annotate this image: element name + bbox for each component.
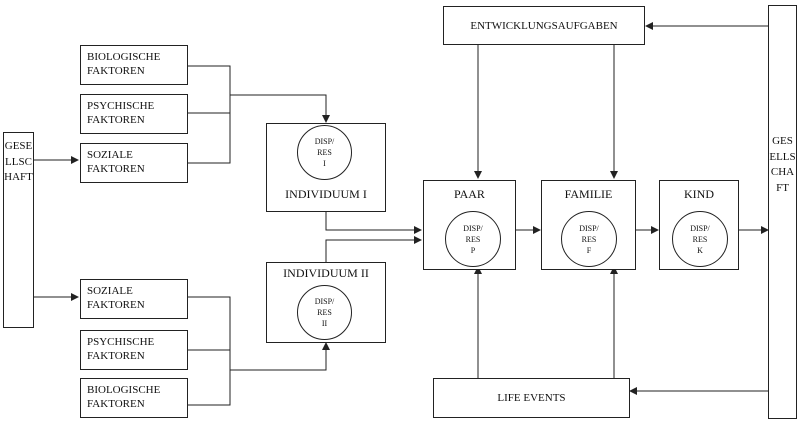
arrow-to-individuum-1: [230, 94, 330, 123]
factor-sozial-bottom: SOZIALE FAKTOREN: [80, 279, 188, 319]
familie-label: FAMILIE: [564, 187, 613, 201]
gesellschaft-right-label: GESELLSCHAFT: [769, 135, 796, 194]
disp-res-paar: DISP/ RES P: [445, 211, 501, 267]
kind-box: KIND DISP/ RES K: [659, 180, 739, 270]
individuum-2-box: INDIVIDUUM II DISP/ RES II: [266, 262, 386, 343]
individuum-1-label: INDIVIDUUM I: [285, 187, 367, 201]
paar-box: PAAR DISP/ RES P: [423, 180, 516, 270]
disp-res-individuum-1: DISP/ RES I: [297, 125, 352, 180]
line-bio-top: [188, 65, 231, 164]
gesellschaft-left-label: GESELLSCHAFT: [4, 140, 33, 183]
factor-biologisch-bottom: BIOLOGISCHE FAKTOREN: [80, 378, 188, 418]
familie-box: FAMILIE DISP/ RES F: [541, 180, 636, 270]
factor-psychisch-top: PSYCHISCHE FAKTOREN: [80, 94, 188, 134]
disp-res-familie: DISP/ RES F: [561, 211, 617, 267]
kind-label: KIND: [684, 187, 714, 201]
disp-res-kind: DISP/ RES K: [672, 211, 728, 267]
factor-psychisch-bottom: PSYCHISCHE FAKTOREN: [80, 330, 188, 370]
arrow-ind2-to-paar: [325, 236, 422, 262]
individuum-1-box: DISP/ RES I INDIVIDUUM I: [266, 123, 386, 212]
gesellschaft-right-box: GESELLSCHAFT: [768, 5, 797, 419]
factor-sozial-top: SOZIALE FAKTOREN: [80, 143, 188, 183]
line-soziale-bottom: [188, 296, 231, 406]
entwicklungsaufgaben-box: ENTWICKLUNGSAUFGABEN: [443, 6, 645, 45]
arrow-ind1-to-paar: [325, 212, 422, 234]
life-events-box: LIFE EVENTS: [433, 378, 630, 418]
gesellschaft-left-box: GESELLSCHAFT: [3, 132, 34, 328]
individuum-2-label: INDIVIDUUM II: [283, 266, 369, 280]
paar-label: PAAR: [454, 187, 485, 201]
factor-biologisch-top: BIOLOGISCHE FAKTOREN: [80, 45, 188, 85]
arrow-to-individuum-2: [230, 342, 330, 371]
disp-res-individuum-2: DISP/ RES II: [297, 285, 352, 340]
